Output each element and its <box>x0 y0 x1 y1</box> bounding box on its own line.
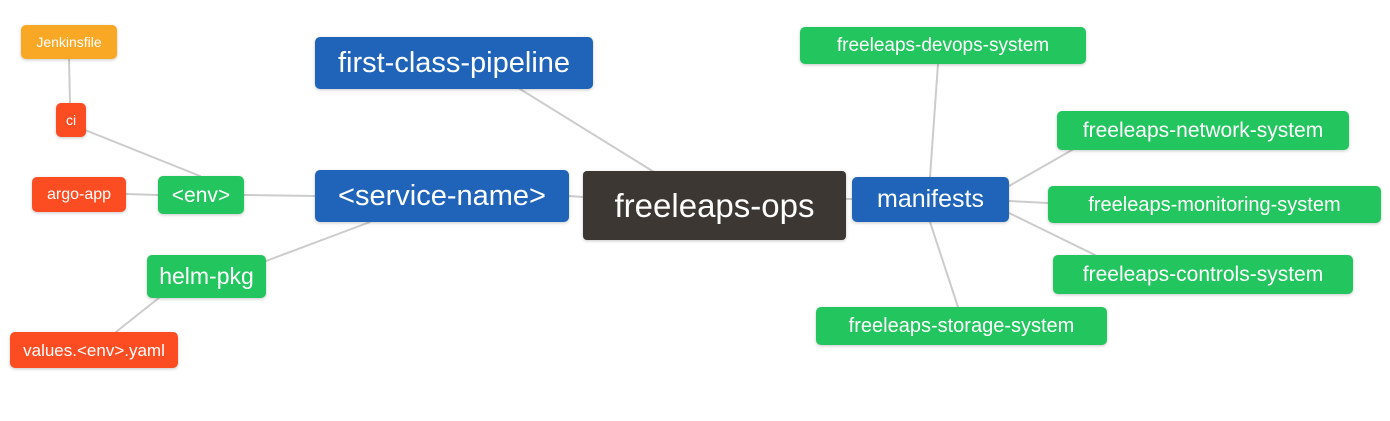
mindmap-node-values-env-yaml[interactable]: values.<env>.yaml <box>10 332 178 368</box>
edge-argo-app-to-env <box>125 193 159 196</box>
edge-jenkinsfile-to-ci <box>68 57 71 105</box>
node-label: freeleaps-network-system <box>1082 119 1324 142</box>
node-label: <service-name> <box>338 179 546 212</box>
node-label: Jenkinsfile <box>36 34 102 50</box>
mindmap-node-first-class-pipeline[interactable]: first-class-pipeline <box>315 37 593 89</box>
node-label: argo-app <box>46 185 112 203</box>
node-label: freeleaps-controls-system <box>1082 263 1324 286</box>
mindmap-node-ci[interactable]: ci <box>56 103 86 137</box>
mindmap-node-jenkinsfile[interactable]: Jenkinsfile <box>21 25 117 59</box>
mindmap-node-service-name[interactable]: <service-name> <box>315 170 569 222</box>
mindmap-node-freeleaps-devops-system[interactable]: freeleaps-devops-system <box>800 27 1086 64</box>
node-label: values.<env>.yaml <box>23 340 165 360</box>
node-label: ci <box>65 112 77 128</box>
mindmap-node-freeleaps-monitoring-system[interactable]: freeleaps-monitoring-system <box>1048 186 1381 223</box>
node-label: freeleaps-devops-system <box>836 35 1050 56</box>
mindmap-node-argo-app[interactable]: argo-app <box>32 177 126 212</box>
node-label: helm-pkg <box>159 263 254 289</box>
edge-helm-pkg-to-service-name <box>265 221 371 262</box>
mindmap-node-helm-pkg[interactable]: helm-pkg <box>147 255 266 298</box>
edge-manifests-to-freeleaps-devops-system <box>929 63 939 178</box>
edge-manifests-to-freeleaps-storage-system <box>929 221 959 308</box>
node-label: freeleaps-ops <box>614 187 815 224</box>
mindmap-node-freeleaps-storage-system[interactable]: freeleaps-storage-system <box>816 307 1107 345</box>
edge-first-class-pipeline-to-freeleaps-ops <box>519 88 655 173</box>
mindmap-node-freeleaps-ops[interactable]: freeleaps-ops <box>583 171 846 240</box>
edge-helm-pkg-to-values-env-yaml <box>115 296 161 333</box>
mindmap-node-freeleaps-controls-system[interactable]: freeleaps-controls-system <box>1053 255 1353 294</box>
edge-ci-to-env <box>84 129 201 177</box>
edge-service-name-to-freeleaps-ops <box>568 195 584 198</box>
edge-manifests-to-freeleaps-monitoring-system <box>1008 200 1049 204</box>
node-label: <env> <box>171 183 231 207</box>
node-label: freeleaps-monitoring-system <box>1088 193 1341 216</box>
edge-manifests-to-freeleaps-network-system <box>1008 149 1073 187</box>
node-label: manifests <box>877 185 984 213</box>
mindmap-node-manifests[interactable]: manifests <box>852 177 1009 222</box>
node-label: freeleaps-storage-system <box>848 315 1075 337</box>
edge-env-to-service-name <box>243 194 316 197</box>
mindmap-node-env[interactable]: <env> <box>158 176 244 214</box>
node-label: first-class-pipeline <box>337 46 571 79</box>
mindmap-node-freeleaps-network-system[interactable]: freeleaps-network-system <box>1057 111 1349 150</box>
